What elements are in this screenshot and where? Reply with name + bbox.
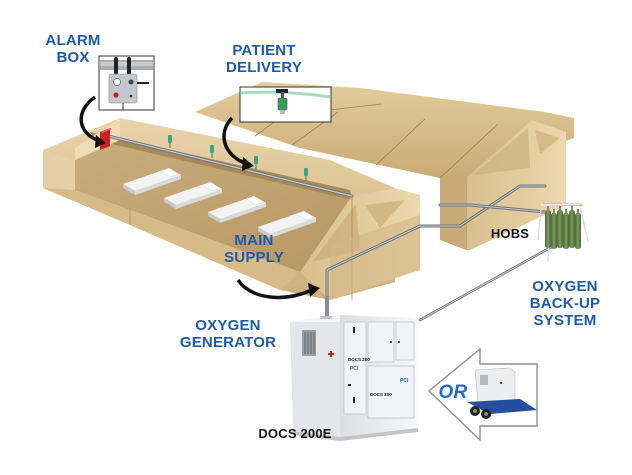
oxygen-cylinder [563,209,569,249]
oxygen-outlet [210,145,214,158]
alarm-arrow [79,95,101,143]
oxygen-generator-label-line2: GENERATOR [179,333,277,351]
oxygen-outlet [254,156,258,169]
oxygen-pipes [106,134,557,322]
oxygen-cylinder [569,206,575,248]
oxygen-cylinder [575,209,581,249]
oxygen-generator-label-line1: OXYGEN [195,317,261,334]
alternative-trailer-callout [427,347,538,442]
patient-delivery-callout [239,86,332,123]
patient-delivery-label-line2: DELIVERY [225,58,303,76]
oxygen-outlet [168,135,172,148]
alarm-box-label-line2: BOX [56,48,90,66]
generator-brand-label-1: PCI [350,366,359,372]
oxygen-generator-label: OXYGEN GENERATOR [177,317,279,352]
patient-outlets [168,135,308,181]
or-label: OR [438,382,468,403]
patient-delivery-label: PATIENT DELIVERY [218,42,310,77]
patient-bed [208,195,266,223]
patient-delivery-arrow [222,116,248,166]
main-supply-arrow [236,278,313,300]
callout-arrows [79,95,320,300]
oxygen-backup-label-line2: BACK-UP [529,294,601,312]
oxygen-backup-label-line3: SYSTEM [533,311,597,329]
patient-bed [164,181,222,209]
model-label: DOCS 200E [258,426,332,441]
alarm-box-callout [98,55,155,111]
generator-unit-label-1: DOCS 200 [348,357,370,362]
generator-brand-label-2: PCI [400,378,409,384]
alarm-light-icon [113,92,119,98]
patient-bed [258,210,316,238]
hobs-label: HOBS [490,226,530,241]
pressure-gauge-icon [113,78,121,86]
oxygen-outlet [304,168,308,181]
patient-beds [123,167,316,238]
oxygen-backup-label: OXYGEN BACK-UP SYSTEM [520,278,610,329]
main-supply-label: MAIN SUPPLY [218,232,290,267]
patient-bed [123,167,181,195]
oxygen-generator-unit [290,296,418,441]
oxygen-cylinder [545,206,551,248]
oxygen-cylinder [551,209,557,249]
hobs-cylinder-rack [537,203,589,263]
main-supply-label-line2: SUPPLY [224,248,284,266]
main-supply-label-line1: MAIN [234,232,274,249]
oxygen-backup-label-line1: OXYGEN [532,278,598,295]
alarm-box-label: ALARM BOX [40,32,106,67]
oxygen-cylinder [557,206,563,248]
generator-unit-label-2: DOCS 200 [370,392,392,397]
alarm-box-label-line1: ALARM [45,32,101,49]
patient-delivery-label-line1: PATIENT [232,42,296,59]
